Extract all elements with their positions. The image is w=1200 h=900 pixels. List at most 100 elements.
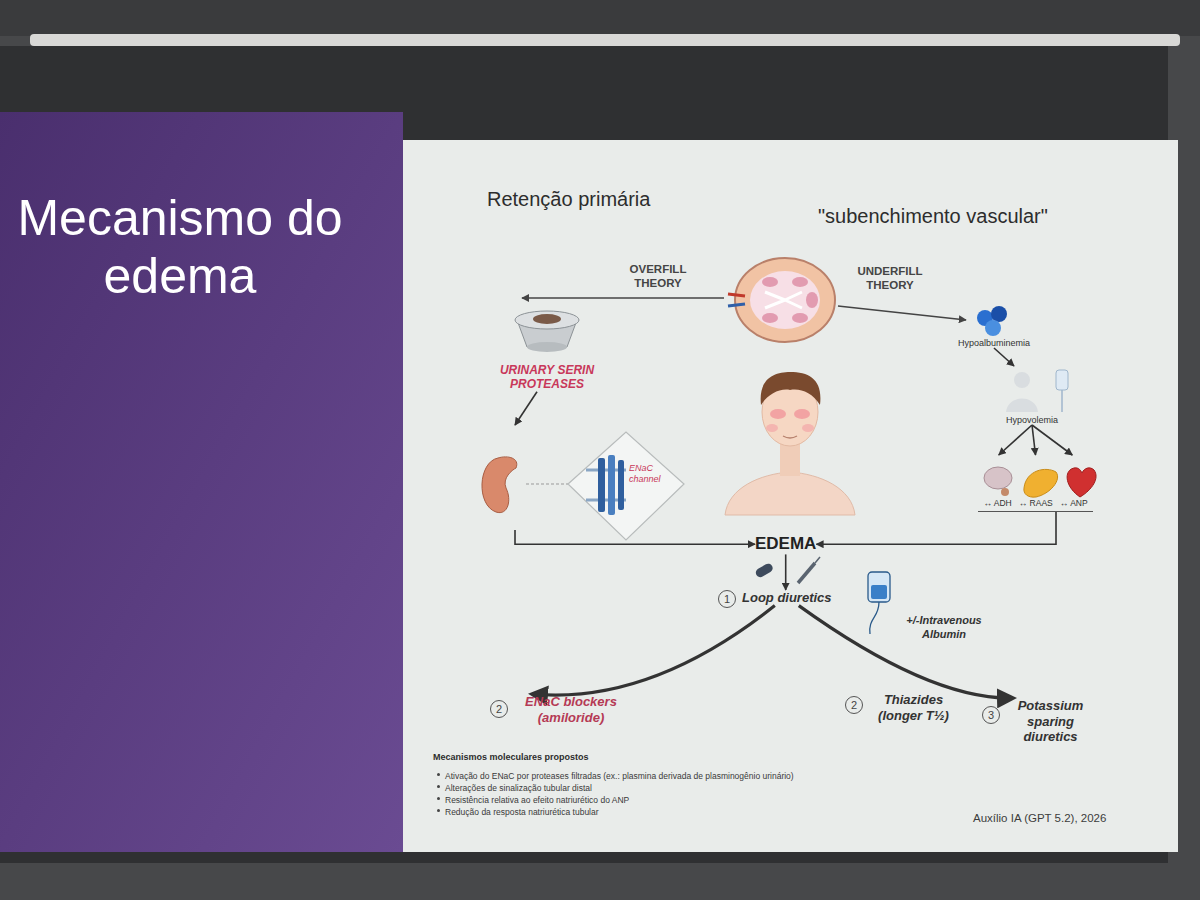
bullet-dot [437,773,440,776]
column-heading: "subenchimento vascular" [818,205,1048,228]
filter-residue [533,314,561,324]
node-text: ENaC blockers (amiloride) [512,694,630,725]
patient-shoulders [725,472,855,515]
adrenal-icon [1024,469,1058,497]
column-heading: Retenção primária [487,188,650,211]
syringe-plunger [815,557,820,563]
figure-head [1014,372,1030,388]
theory-label: OVERFILL THEORY [622,262,694,291]
kidney-pyramid [762,277,778,287]
credit-note: Auxílio IA (GPT 5.2), 2026 [973,812,1106,824]
swollen-cheek [802,424,814,432]
node-text: ↔ ADH [983,498,1011,508]
drug-node: ENaC blockers (amiloride) [512,694,630,725]
bullet-dot [437,809,440,812]
figure-body [1006,399,1038,413]
drug-node: Thiazides (longer T½) [866,692,961,723]
drug-icons [754,557,820,583]
node-text: ENaC channel [629,463,677,485]
node-text: ↔ ANP [1060,498,1088,508]
screen-roller [30,34,1180,46]
bullet-item: Ativação do ENaC por proteases filtradas… [437,765,794,783]
kidney-cortex [735,258,835,342]
kidney-pyramid [762,313,778,323]
connector-line [816,512,1056,544]
renal-vein [728,304,745,306]
node-text: Loop diuretics [742,590,832,606]
channel-subunit [608,455,615,515]
underfill-arrow [838,306,966,320]
note-text: Alterações de sinalização tubular distal [445,783,592,793]
callout-number: 2 [490,700,508,718]
pill-icon [754,562,774,579]
channel-subunit [618,460,624,510]
channel-subunit [598,458,605,512]
brain-icon [984,467,1012,489]
kidney-pyramid [792,277,808,287]
connector-line [532,606,775,695]
iv-fluid [871,585,887,599]
iv-bag [868,572,890,602]
callout-number: 3 [982,706,1000,724]
renal-pelvis [765,292,802,308]
callout-number: 1 [718,590,736,608]
protease-node: URINARY SERIN PROTEASES [492,305,602,392]
connector-line [785,554,787,590]
syringe-icon [798,563,815,583]
slide-title: Mecanismo do edema [10,190,350,305]
kidney-medulla [750,271,820,329]
albumin-molecule [977,306,1007,336]
overfill-arrow [522,297,724,299]
node-text: URINARY SERIN PROTEASES [492,363,602,392]
kidney-icon [482,457,517,513]
figure-iv-pole [1061,390,1063,412]
flow-arrow [515,392,537,425]
title-panel [0,112,403,852]
bullet-item: Alterações de sinalização tubular distal [437,777,592,795]
swollen-cheek [766,424,778,432]
zoom-line [526,484,568,485]
patient-hair [761,372,821,405]
channel-zoom-diamond [568,432,684,540]
hormone-row: ↔ ADH ↔ RAAS ↔ ANP [978,498,1093,512]
drug-node: Loop diuretics [742,590,832,606]
theory-label: UNDERFILL THEORY [848,264,932,293]
volemia-node: Hypovolemia [992,366,1072,425]
node-text: Hypovolemia [992,415,1072,425]
enac-node: ENaC channel [485,425,685,530]
node-text: Hypoalbuminemia [952,338,1036,348]
enac-illustration [482,432,684,540]
flow-arrow [515,530,755,544]
connector-line [994,348,1014,366]
molecule-sphere [991,306,1007,322]
pituitary-icon [1001,488,1009,496]
node-text: EDEMA [755,534,816,554]
note-text: Ativação do ENaC por proteases filtradas… [445,771,794,781]
hormone-node: ↔ ADH ↔ RAAS ↔ ANP [978,455,1093,512]
edema-node: EDEMA [755,534,816,554]
renal-artery [728,294,745,296]
callout-number: 2 [845,696,863,714]
curved-arrow [532,606,775,695]
notes-heading: Mecanismos moleculares propostos [433,752,589,762]
flow-arrow [999,425,1073,455]
connector-line [999,425,1032,455]
filter-base [527,342,567,352]
patient-illustration [725,372,855,515]
swollen-eyelid [794,409,810,419]
bullet-dot [437,797,440,800]
bullet-dot [437,785,440,788]
swollen-eyelid [770,409,786,419]
connector-line [1032,425,1036,455]
iv-tube [870,602,879,634]
note-text: Redução da resposta natriurética tubular [445,807,599,817]
note-text: Resistência relativa ao efeito natriurét… [445,795,629,805]
node-text: ↔ RAAS [1019,498,1053,508]
albumin-node: Hypoalbuminemia [952,302,1036,348]
flow-arrow [816,512,1056,544]
node-text: Thiazides (longer T½) [866,692,961,723]
